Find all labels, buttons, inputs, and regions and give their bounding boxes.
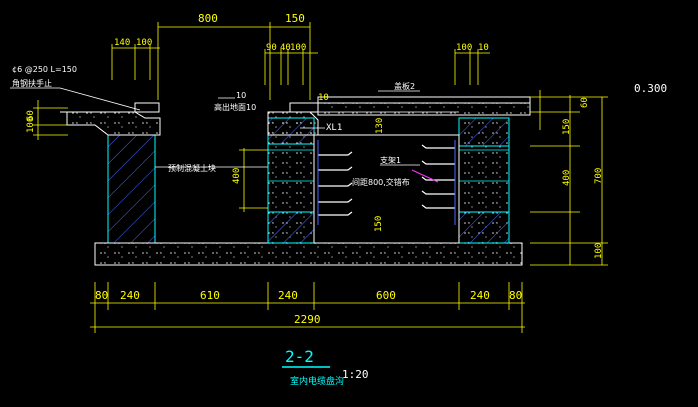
dim-bottom-240b: 240 [278,289,298,302]
cover-plate [314,96,531,116]
dim-inner-400: 400 [232,168,242,184]
bottom-dimension-lines [90,282,525,333]
section-subtitle: 室内电缆盘沟 [290,375,344,387]
dim-left-100: 100 [26,117,36,133]
dim-top-90: 90 [266,43,277,53]
dim-top-100c: 100 [456,43,472,53]
left-dimension-lines [33,100,268,212]
trench-interior [313,134,460,244]
dim-top-10: 10 [478,43,489,53]
precast-wall-label: 预制混凝土块 [168,163,216,173]
section-title: 2-2 [285,347,314,366]
elev-note-num: 10 [236,91,246,100]
beam-label: XL1 [326,123,342,133]
brackets-right [421,144,455,209]
dim-bottom-610: 610 [200,289,220,302]
bracket-posts [317,140,456,225]
right-dim-10: 10 [318,93,329,103]
brackets-left [318,151,353,216]
elevation-label: 0.300 [634,82,667,95]
right-dimension-lines [530,90,608,266]
section-scale: 1:20 [342,368,369,381]
dim-right-150: 150 [562,119,572,135]
base-slab [94,242,523,266]
accent-leader [411,169,439,183]
dim-bottom-240c: 240 [470,289,490,302]
dim-top-100a: 100 [136,38,152,48]
dim-top-800: 800 [198,12,218,25]
dim-bottom-80a: 80 [95,289,108,302]
dim-top-100b: 100 [290,43,306,53]
bracket-label: 支架1 [380,155,401,165]
dim-bottom-600: 600 [376,289,396,302]
dim-bottom-80b: 80 [509,289,522,302]
left-wall [60,102,161,244]
dim-left-60: 60 [26,110,36,121]
leader-lines [10,87,420,168]
dim-inner-130: 130 [375,118,385,134]
rebar-note: ¢6 @250 L=150 [12,65,77,74]
dim-right-400: 400 [562,170,572,186]
dim-top-150: 150 [285,12,305,25]
dim-bottom-240a: 240 [120,289,140,302]
dim-right-60: 60 [580,97,590,108]
bracket-spacing-label: 间距800,交错布 [352,177,410,187]
dim-top-140: 140 [114,38,130,48]
middle-wall [267,102,319,244]
cover-plate-label: 盖板2 [394,81,415,91]
elev-note-text: 高出地面10 [214,102,256,112]
dim-right-700: 700 [594,168,604,184]
left-railing-note: 角钢扶手止 [12,78,52,88]
dim-total: 2290 [294,313,321,326]
dim-inner-150: 150 [374,216,384,232]
dim-right-100: 100 [594,243,604,259]
top-dimension-lines [111,22,490,100]
dim-top-40: 40 [280,43,291,53]
right-wall [458,117,510,244]
